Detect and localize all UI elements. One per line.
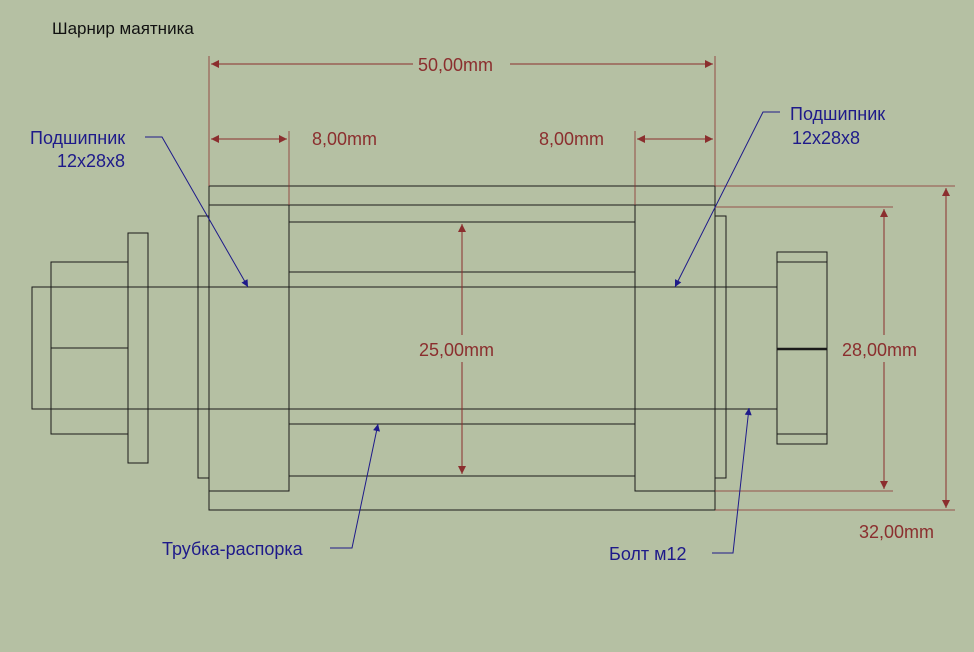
label-right-bearing-name: Подшипник bbox=[790, 104, 885, 124]
dimension-lines bbox=[208, 56, 955, 511]
dim-bearing-width-right: 8,00mm bbox=[539, 129, 604, 149]
left-bearing bbox=[208, 204, 290, 492]
label-right-bearing-size: 12x28x8 bbox=[792, 128, 860, 148]
dim-tube-diameter: 25,00mm bbox=[419, 340, 494, 360]
right-bearing bbox=[634, 204, 716, 492]
dim-bearing-diameter: 28,00mm bbox=[842, 340, 917, 360]
spacer-tube bbox=[288, 221, 636, 477]
dimension-texts: 50,00mm 8,00mm 8,00mm 25,00mm 28,00mm 32… bbox=[312, 55, 934, 542]
left-washer bbox=[197, 215, 210, 479]
drawing-title: Шарнир маятника bbox=[52, 19, 194, 38]
bolt-shaft bbox=[31, 286, 778, 410]
right-washer bbox=[714, 215, 727, 479]
label-bolt: Болт м12 bbox=[609, 544, 687, 564]
leader-lines bbox=[145, 111, 780, 554]
dim-outer-diameter: 32,00mm bbox=[859, 522, 934, 542]
part-outlines bbox=[31, 185, 828, 511]
label-spacer-tube: Трубка-распорка bbox=[162, 539, 304, 559]
head-washer bbox=[127, 232, 149, 464]
part-labels: Подшипник 12x28x8 Подшипник 12x28x8 Труб… bbox=[30, 104, 885, 564]
label-left-bearing-size: 12x28x8 bbox=[57, 151, 125, 171]
dim-bearing-width-left: 8,00mm bbox=[312, 129, 377, 149]
dim-overall-length: 50,00mm bbox=[418, 55, 493, 75]
label-left-bearing-name: Подшипник bbox=[30, 128, 125, 148]
